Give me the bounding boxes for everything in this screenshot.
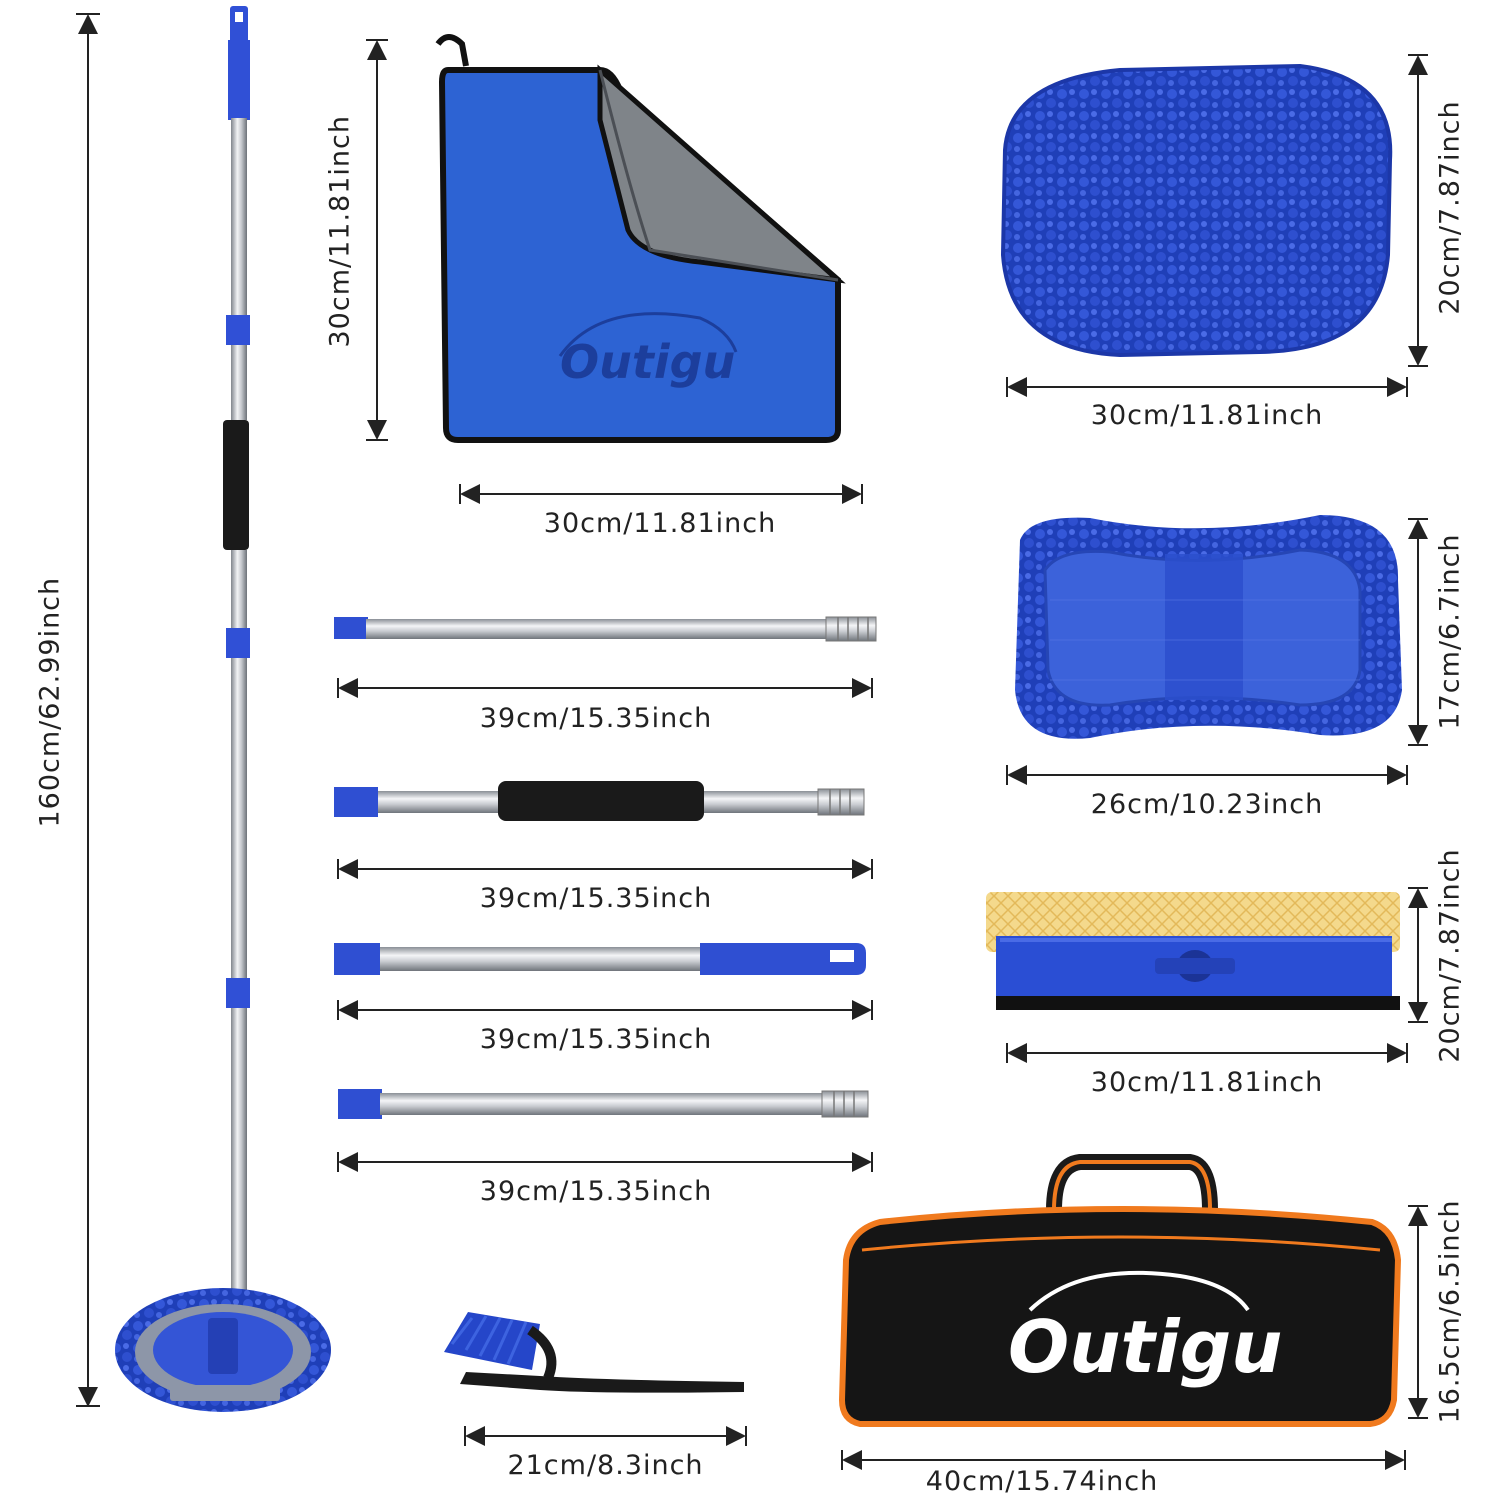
mitt-height-label: 20cm/7.87inch: [1434, 100, 1466, 315]
microfiber-towel-icon: Outigu: [435, 34, 846, 443]
chenille-mitt-icon: [1000, 63, 1393, 358]
bag-width-label: 40cm/15.74inch: [925, 1466, 1159, 1497]
rod2-length-label: 39cm/15.35inch: [479, 883, 713, 914]
towel-height-label: 30cm/11.81inch: [324, 115, 356, 348]
brush-length-label: 21cm/8.3inch: [507, 1450, 704, 1481]
rod3-length-label: 39cm/15.35inch: [479, 1024, 713, 1055]
bag-brand-logo: Outigu: [1008, 1305, 1282, 1389]
pole-length-label: 160cm/62.99inch: [34, 576, 66, 828]
sponge-icon: [1015, 515, 1402, 739]
towel-width-label: 30cm/11.81inch: [543, 508, 777, 539]
tire-brush-icon: [444, 1312, 744, 1393]
squeegee-width-label: 30cm/11.81inch: [1090, 1067, 1324, 1098]
storage-bag-icon: Outigu: [838, 1154, 1402, 1427]
rod4-length-label: 39cm/15.35inch: [479, 1176, 713, 1207]
telescopic-pole-icon: [115, 6, 331, 1412]
sponge-height-label: 17cm/6.7inch: [1434, 533, 1466, 730]
extension-rod-icon: [334, 616, 877, 1119]
sponge-width-label: 26cm/10.23inch: [1090, 789, 1324, 820]
mitt-width-label: 30cm/11.81inch: [1090, 400, 1324, 431]
bag-height-label: 16.5cm/6.5inch: [1434, 1199, 1466, 1424]
rod1-length-label: 39cm/15.35inch: [479, 703, 713, 734]
towel-brand-logo: Outigu: [560, 335, 735, 389]
squeegee-icon: [986, 892, 1400, 1010]
squeegee-height-label: 20cm/7.87inch: [1434, 848, 1466, 1063]
